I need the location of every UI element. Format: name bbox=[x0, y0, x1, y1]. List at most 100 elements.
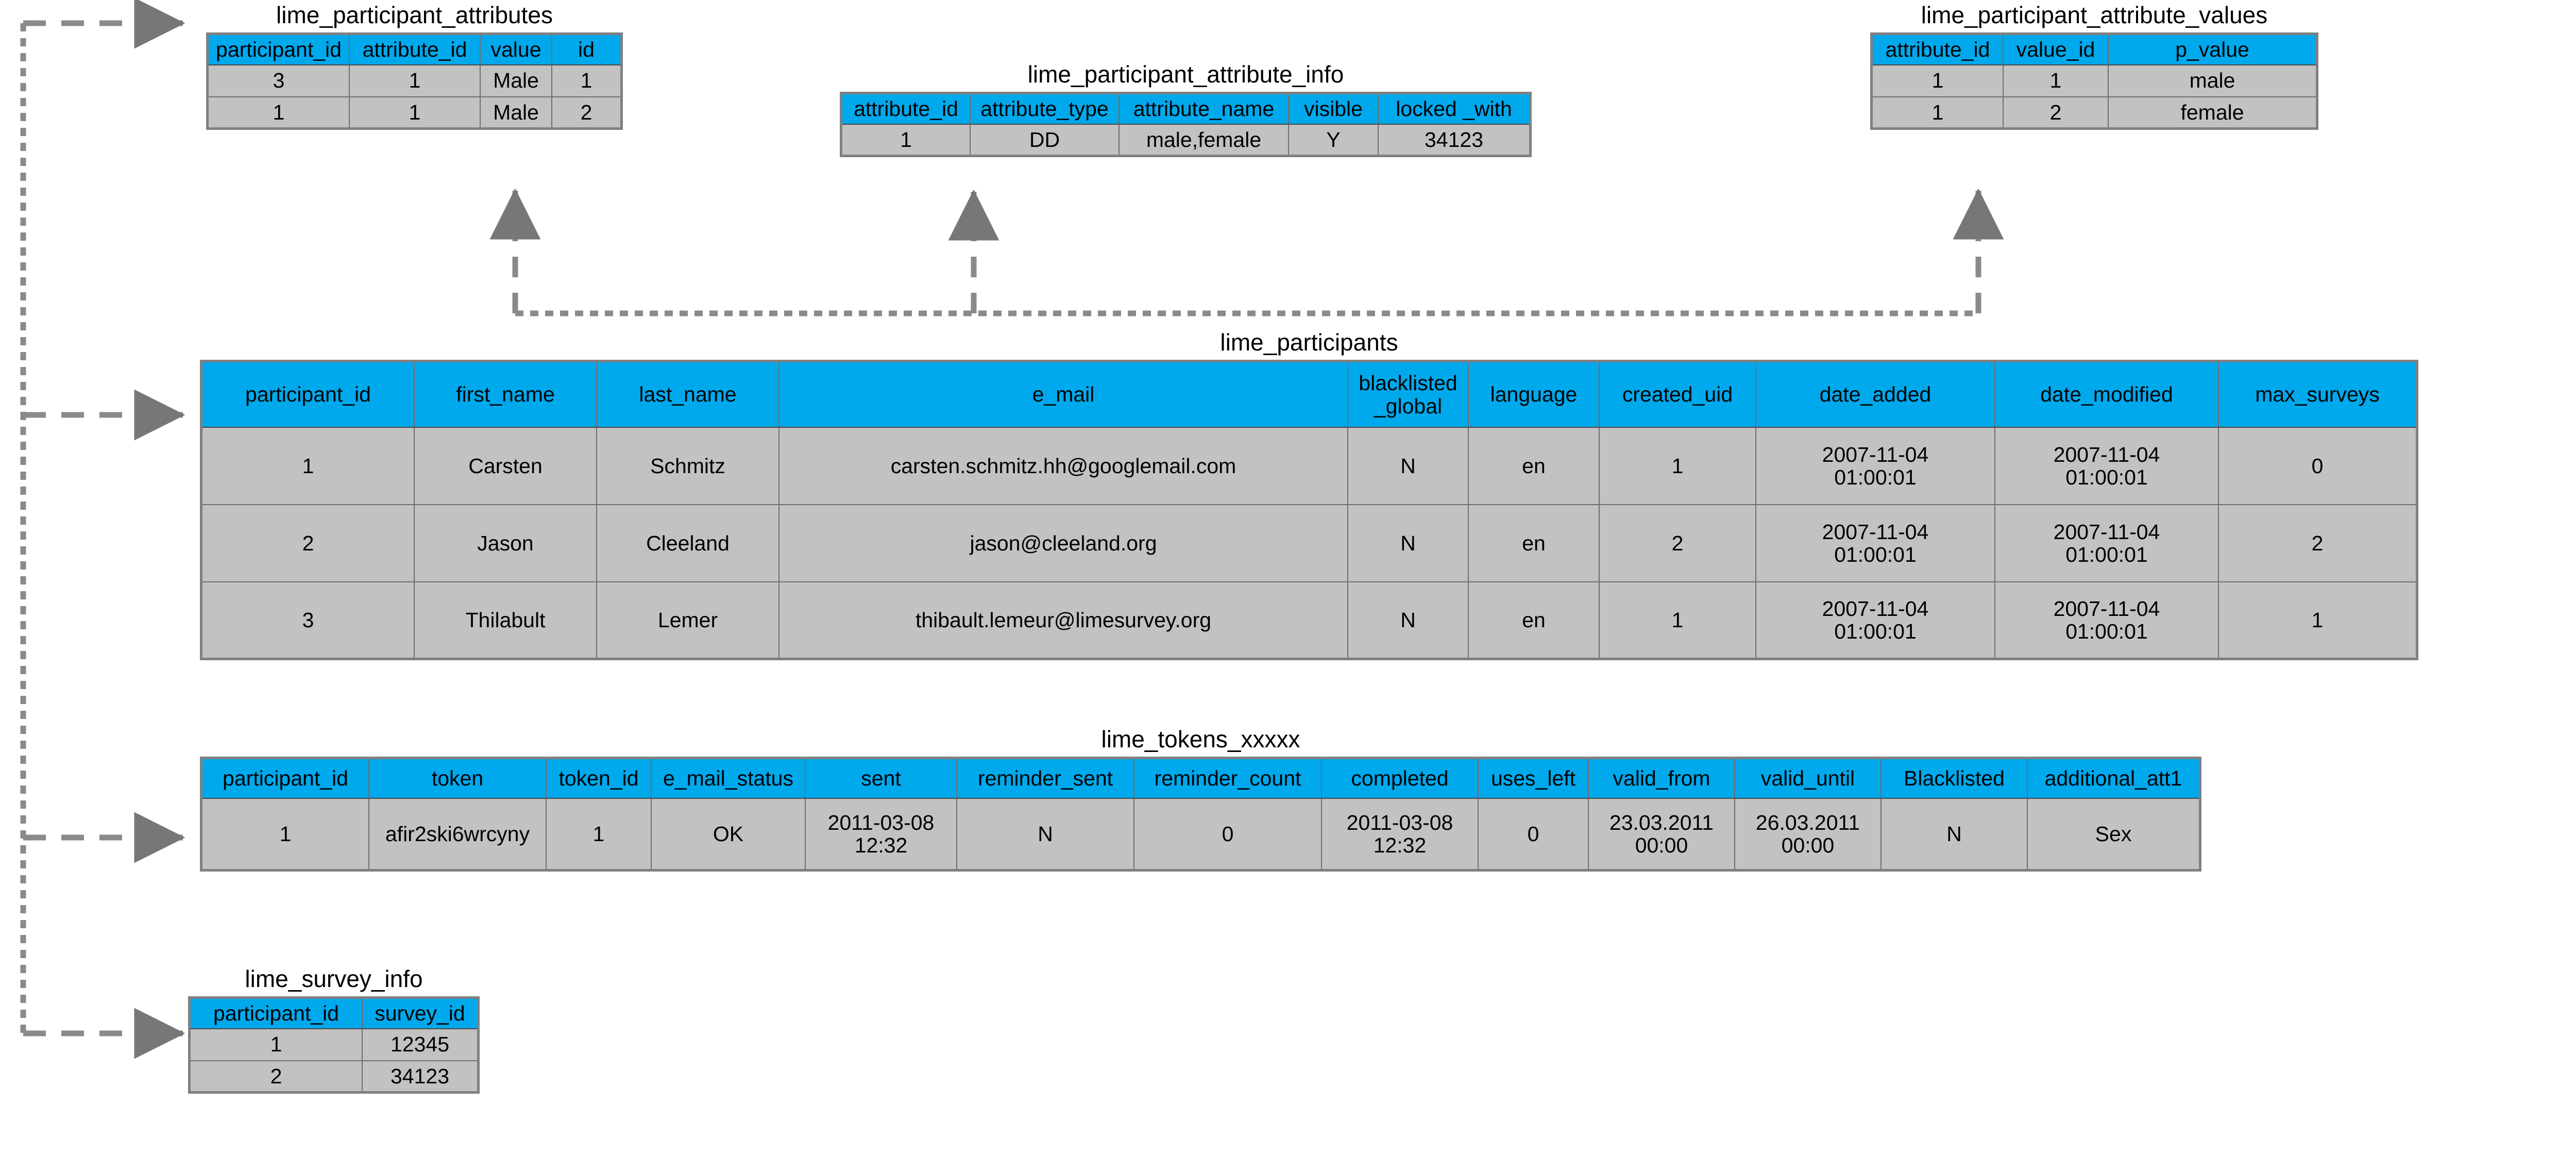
cell: 2 bbox=[1599, 504, 1756, 582]
cell: Cleeland bbox=[596, 504, 779, 582]
cell: 0 bbox=[1478, 797, 1589, 871]
cell: thibault.lemeur@limesurvey.org bbox=[778, 581, 1348, 660]
col-participant-id: participant_id bbox=[200, 757, 369, 799]
cell: 0 bbox=[1133, 797, 1322, 871]
cell: jason@cleeland.org bbox=[778, 504, 1348, 582]
table-lime-participants: lime_participants participant_id first_n… bbox=[200, 329, 2418, 661]
cell: 1 bbox=[207, 96, 350, 129]
col-sent: sent bbox=[805, 757, 957, 799]
cell: afir2ski6wrcyny bbox=[368, 797, 547, 871]
table-header-row: participant_id token token_id e_mail_sta… bbox=[200, 757, 2201, 799]
col-attribute-id: attribute_id bbox=[840, 92, 971, 125]
col-first-name: first_name bbox=[414, 360, 597, 428]
cell: N bbox=[956, 797, 1134, 871]
table-lime-survey-info: lime_survey_info participant_id survey_i… bbox=[188, 966, 480, 1094]
table-header-row: attribute_id attribute_type attribute_na… bbox=[840, 92, 1531, 125]
table-header-row: attribute_id value_id p_value bbox=[1871, 33, 2318, 65]
cell: Male bbox=[480, 96, 552, 129]
cell: en bbox=[1468, 581, 1600, 660]
attribute-id-bus bbox=[489, 188, 2004, 316]
cell: Male bbox=[480, 64, 552, 97]
col-valid-until: valid_until bbox=[1734, 757, 1882, 799]
table-title: lime_participant_attributes bbox=[276, 2, 553, 28]
db-table: attribute_id value_id p_value 1 1 male 1… bbox=[1870, 32, 2318, 130]
cell: 1 bbox=[2218, 581, 2418, 660]
cell: male,female bbox=[1118, 123, 1289, 157]
table-row: 1 DD male,female Y 34123 bbox=[840, 123, 1531, 157]
cell: OK bbox=[651, 797, 806, 871]
table-row: 2 34123 bbox=[189, 1060, 479, 1093]
cell: 1 bbox=[2003, 64, 2109, 97]
col-e-mail-status: e_mail_status bbox=[651, 757, 806, 799]
col-e-mail: e_mail bbox=[778, 360, 1348, 428]
cell: 1 bbox=[200, 426, 415, 505]
col-participant-id: participant_id bbox=[200, 360, 415, 428]
cell: 1 bbox=[1871, 64, 2004, 97]
col-attribute-id: attribute_id bbox=[349, 33, 481, 65]
cell: 1 bbox=[546, 797, 652, 871]
col-participant-id: participant_id bbox=[207, 33, 350, 65]
cell: N bbox=[1347, 426, 1469, 505]
col-blacklisted: Blacklisted bbox=[1880, 757, 2028, 799]
cell: N bbox=[1347, 504, 1469, 582]
cell: 1 bbox=[1871, 96, 2004, 129]
cell: 2 bbox=[200, 504, 415, 582]
cell: 12345 bbox=[362, 1028, 479, 1061]
cell: 1 bbox=[551, 64, 622, 97]
table-row: 1 1 Male 2 bbox=[207, 96, 622, 129]
cell: Sex bbox=[2027, 797, 2201, 871]
cell: en bbox=[1468, 426, 1600, 505]
cell: DD bbox=[970, 123, 1120, 157]
cell: N bbox=[1347, 581, 1469, 660]
col-blacklisted-global: blacklisted_global bbox=[1347, 360, 1469, 428]
table-lime-participant-attribute-values: lime_participant_attribute_values attrib… bbox=[1870, 3, 2318, 130]
cell: 3 bbox=[200, 581, 415, 660]
table-title: lime_participant_attribute_info bbox=[1027, 61, 1344, 88]
table-title: lime_participant_attribute_values bbox=[1921, 2, 2268, 28]
table-row: 2 Jason Cleeland jason@cleeland.org N en… bbox=[200, 504, 2418, 582]
cell: N bbox=[1880, 797, 2028, 871]
table-header-row: participant_id survey_id bbox=[189, 997, 479, 1029]
cell: 1 bbox=[349, 96, 481, 129]
cell: male bbox=[2108, 64, 2318, 97]
cell: Carsten bbox=[414, 426, 597, 505]
cell: carsten.schmitz.hh@googlemail.com bbox=[778, 426, 1348, 505]
table-row: 1 Carsten Schmitz carsten.schmitz.hh@goo… bbox=[200, 426, 2418, 505]
col-additional-att1: additional_att1 bbox=[2027, 757, 2201, 799]
col-value-id: value_id bbox=[2003, 33, 2109, 65]
col-language: language bbox=[1468, 360, 1600, 428]
cell: 0 bbox=[2218, 426, 2418, 505]
cell: 1 bbox=[840, 123, 971, 157]
col-survey-id: survey_id bbox=[362, 997, 479, 1029]
cell: female bbox=[2108, 96, 2318, 129]
cell: 34123 bbox=[1378, 123, 1531, 157]
cell: 1 bbox=[1599, 426, 1756, 505]
cell: en bbox=[1468, 504, 1600, 582]
table-header-row: participant_id attribute_id value id bbox=[207, 33, 622, 65]
table-row: 1 2 female bbox=[1871, 96, 2318, 129]
col-id: id bbox=[551, 33, 622, 65]
table-row: 3 1 Male 1 bbox=[207, 64, 622, 97]
col-token-id: token_id bbox=[546, 757, 652, 799]
col-value: value bbox=[480, 33, 552, 65]
cell: 2 bbox=[551, 96, 622, 129]
cell: 3 bbox=[207, 64, 350, 97]
table-lime-tokens: lime_tokens_xxxxx participant_id token t… bbox=[200, 727, 2201, 872]
col-attribute-name: attribute_name bbox=[1118, 92, 1289, 125]
table-title: lime_participants bbox=[1220, 329, 1398, 356]
db-table: participant_id attribute_id value id 3 1… bbox=[206, 32, 623, 130]
col-attribute-type: attribute_type bbox=[970, 92, 1120, 125]
col-max-surveys: max_surveys bbox=[2218, 360, 2418, 428]
col-last-name: last_name bbox=[596, 360, 779, 428]
col-locked-with: locked _with bbox=[1378, 92, 1531, 125]
cell: 2 bbox=[2218, 504, 2418, 582]
cell: Jason bbox=[414, 504, 597, 582]
cell: 1 bbox=[189, 1028, 363, 1061]
cell: 2 bbox=[2003, 96, 2109, 129]
